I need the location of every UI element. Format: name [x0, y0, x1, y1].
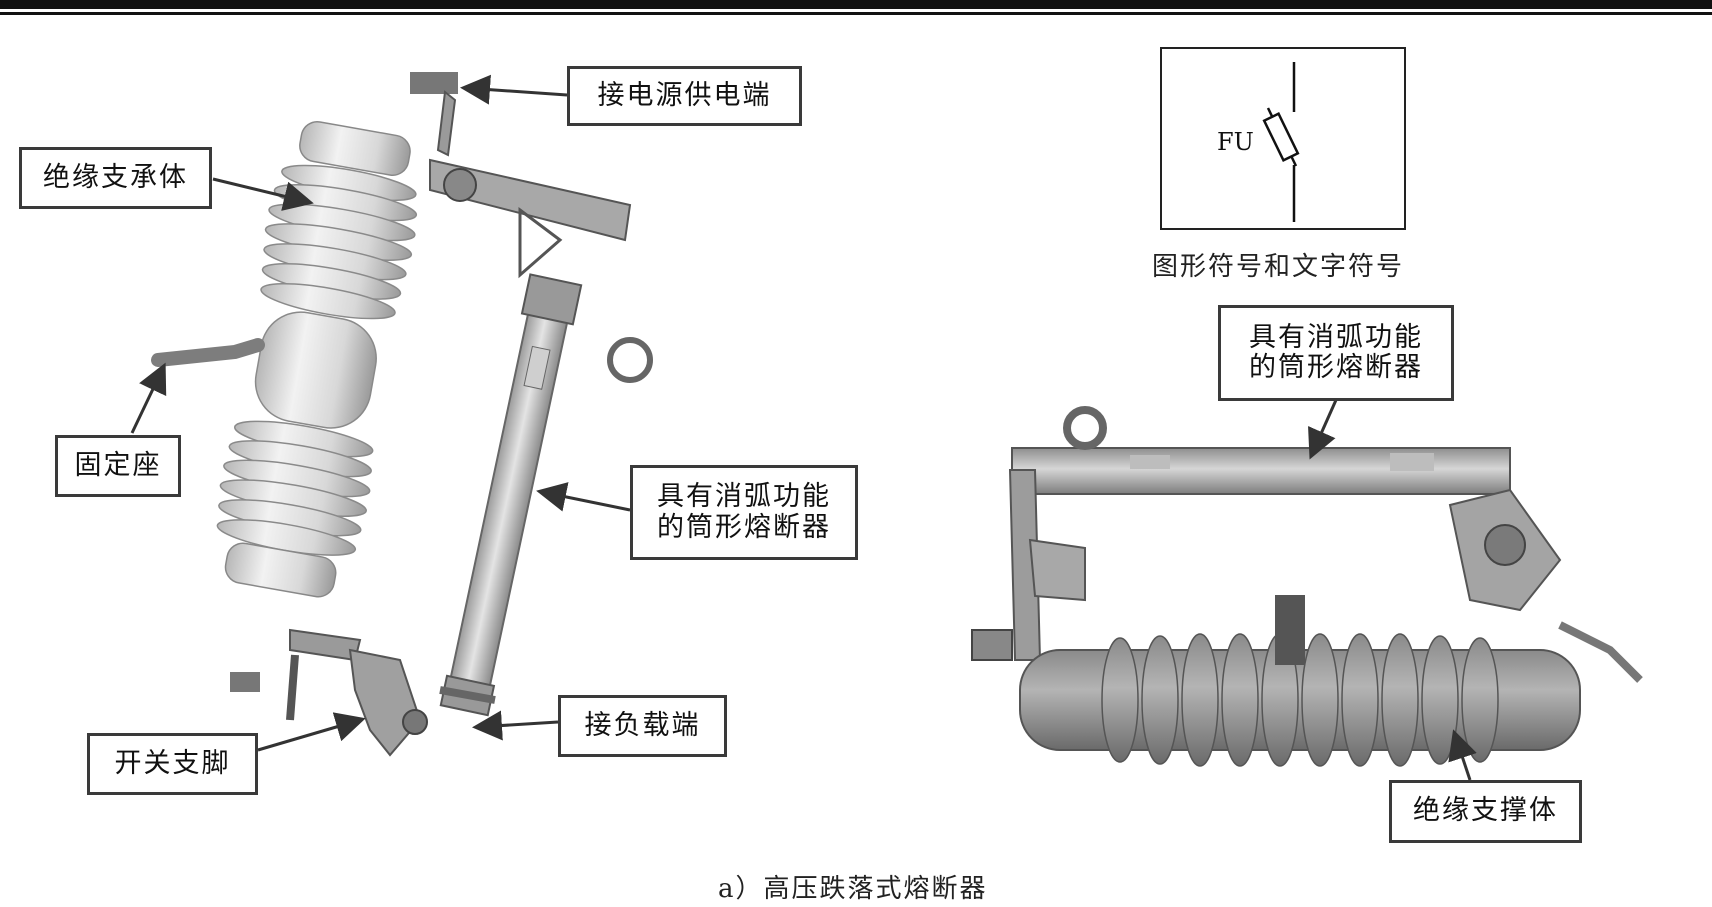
left-bottom-bracket: [230, 628, 496, 757]
figure-caption: a）高压跌落式熔断器: [718, 874, 988, 904]
left-top-bracket: [410, 72, 632, 279]
left-fuse-tube: [439, 273, 583, 717]
label-switch-foot: 开关支脚: [87, 733, 258, 795]
right-fuse-photo: [971, 399, 1643, 781]
left-insulator: [216, 121, 418, 598]
label-fixed-seat: 固定座: [55, 435, 181, 497]
left-fuse-photo: [130, 72, 653, 757]
fuse-symbol: [1262, 62, 1300, 222]
label-fuse-tube-right: 具有消弧功能 的筒形熔断器: [1218, 305, 1454, 401]
label-insulating-support-left: 绝缘支承体: [19, 147, 212, 209]
label-fuse-tube-left: 具有消弧功能 的筒形熔断器: [630, 465, 858, 560]
symbol-caption: 图形符号和文字符号: [1152, 252, 1405, 282]
right-insulator: [1019, 595, 1581, 767]
label-power-supply-end: 接电源供电端: [567, 66, 802, 126]
fu-letter-code: FU: [1217, 128, 1254, 156]
top-border-rule: [0, 0, 1712, 15]
symbol-frame: [1160, 47, 1406, 230]
label-load-end: 接负载端: [558, 695, 727, 757]
label-insulating-support-right: 绝缘支撑体: [1389, 780, 1582, 843]
